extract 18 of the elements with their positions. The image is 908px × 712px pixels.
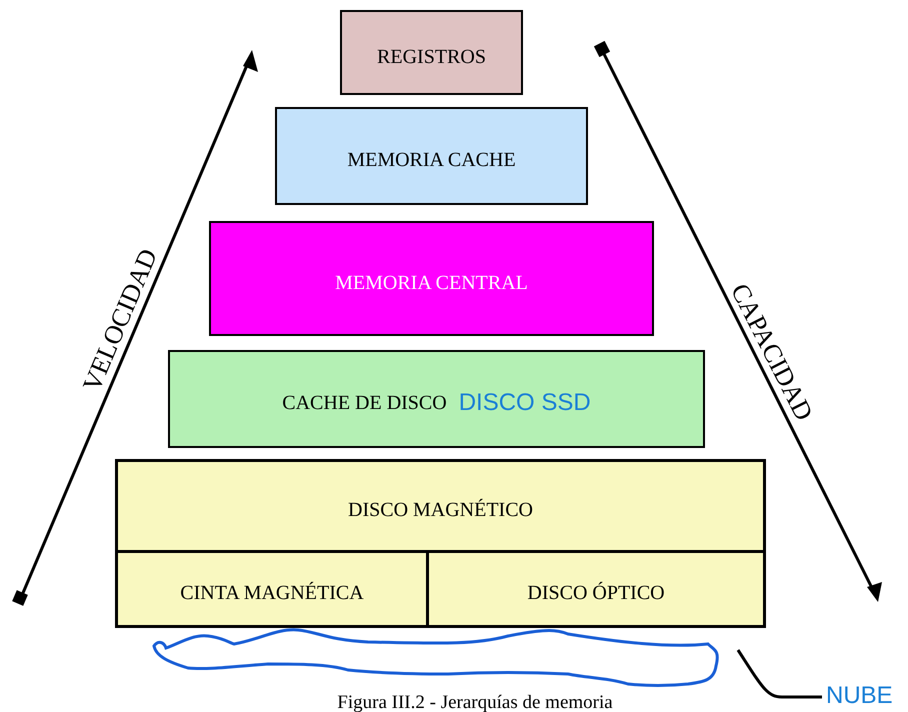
memory-level-box — [115, 459, 766, 553]
box-label: CINTA MAGNÉTICA — [180, 580, 364, 606]
memory-level-box — [426, 550, 766, 628]
box-label: MEMORIA CENTRAL — [335, 270, 528, 296]
memory-level-box — [340, 10, 523, 95]
memory-level-box — [168, 350, 705, 448]
annotation-text: DISCO SSD — [458, 388, 591, 418]
leader-line — [736, 649, 822, 698]
box-label: DISCO ÓPTICO — [527, 580, 665, 606]
box-label: MEMORIA CACHE — [347, 148, 516, 173]
figure-caption: Figura III.2 - Jerarquías de memoria — [337, 691, 613, 712]
annotation-text: NUBE — [826, 684, 893, 708]
box-label: CACHE DE DISCO — [282, 391, 447, 416]
memory-level-box — [275, 107, 588, 205]
memory-level-box — [209, 221, 654, 336]
box-label: REGISTROS — [377, 44, 486, 70]
memory-level-box — [115, 550, 429, 628]
box-label: DISCO MAGNÉTICO — [348, 498, 533, 523]
